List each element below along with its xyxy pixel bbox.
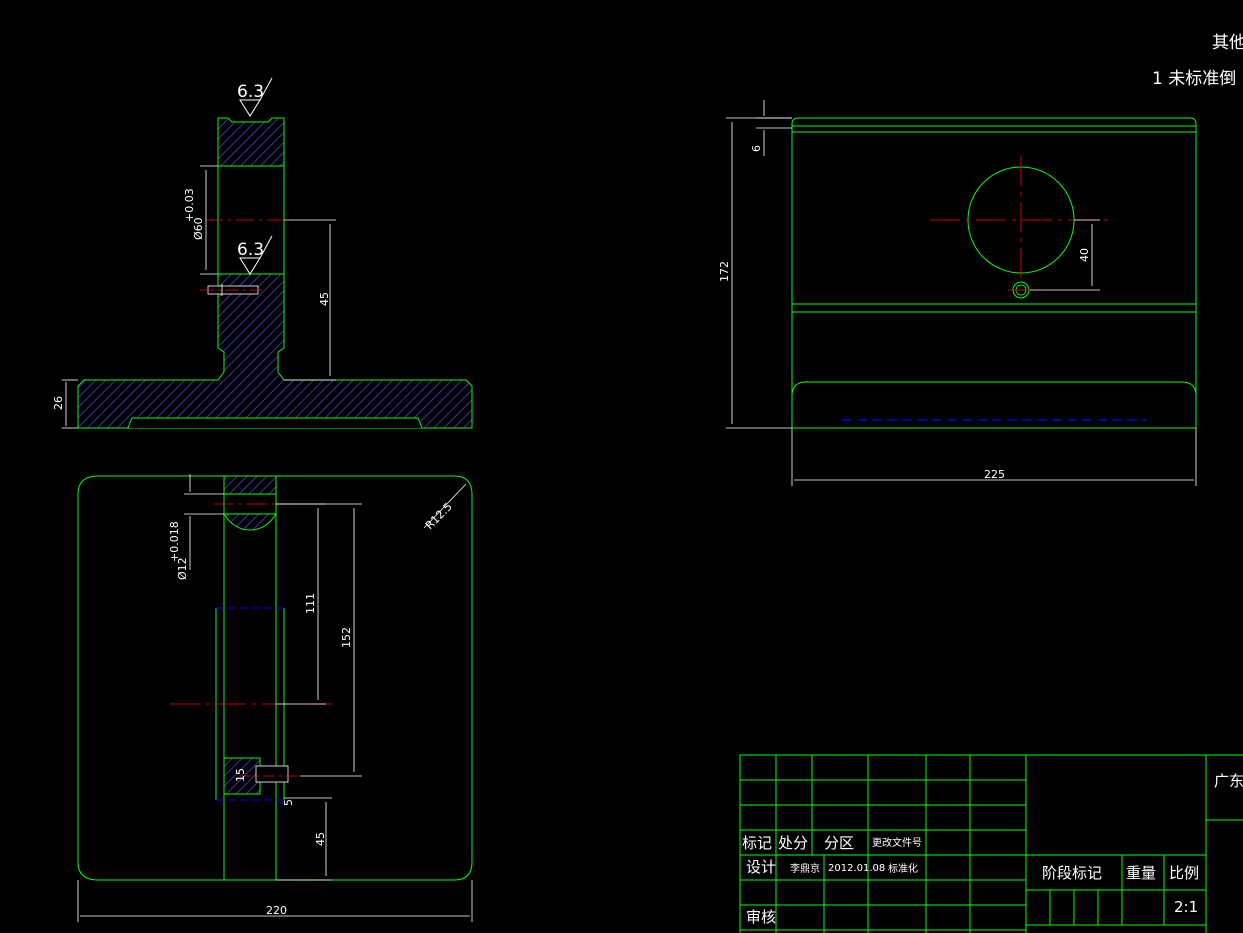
plan-view-dimensions xyxy=(77,474,473,922)
front-section-view xyxy=(77,117,473,429)
tb-count: 处分 xyxy=(778,834,808,852)
tb-designer: 李鼎京 xyxy=(790,862,820,875)
tb-weight: 重量 xyxy=(1126,864,1156,882)
title-block xyxy=(739,754,1243,933)
len-15-label: 15 xyxy=(234,768,247,782)
pin-dia-label: Ø12 xyxy=(176,557,189,580)
tb-scale: 比例 xyxy=(1169,864,1199,882)
side-view-dimensions xyxy=(726,100,1197,486)
width-220-label: 220 xyxy=(266,904,287,917)
base-thickness-label: 26 xyxy=(52,396,65,410)
tb-scale-value: 2:1 xyxy=(1174,898,1198,916)
pin-dia-tol: +0.018 xyxy=(168,521,181,562)
height-45-top: 45 xyxy=(318,292,331,306)
notes-heading: 其他 xyxy=(1212,33,1243,53)
roughness-top-label: 6.3 xyxy=(237,82,264,102)
len-152-label: 152 xyxy=(340,627,353,648)
roughness-symbol-mid: 6.3 xyxy=(237,235,273,275)
tb-design: 设计 xyxy=(746,858,776,876)
tb-zone: 分区 xyxy=(824,834,854,852)
plan-view xyxy=(77,475,473,881)
side-6-label: 6 xyxy=(750,145,763,152)
tb-date: 2012.01.08 xyxy=(828,863,885,874)
tb-company: 广东 xyxy=(1214,772,1243,790)
len-111-label: 111 xyxy=(304,593,317,614)
bore-dia-tol: +0.03 xyxy=(183,188,196,222)
tb-stage-mark: 阶段标记 xyxy=(1042,864,1102,882)
len-5-label: 5 xyxy=(282,799,295,806)
notes-item-1: 1 未标准倒 xyxy=(1152,69,1236,89)
tb-mark: 标记 xyxy=(742,834,772,852)
side-view xyxy=(791,117,1197,429)
tb-review: 审核 xyxy=(746,908,776,926)
front-view-dimensions xyxy=(62,165,336,429)
bore-dia-label: Ø60 xyxy=(192,217,205,240)
tb-standardize: 标准化 xyxy=(888,862,918,875)
tb-change-doc: 更改文件号 xyxy=(872,836,922,849)
roughness-symbol-top: 6.3 xyxy=(237,77,273,117)
side-40-label: 40 xyxy=(1078,248,1091,262)
roughness-mid-label: 6.3 xyxy=(237,240,264,260)
corner-radius-label: R12.5 xyxy=(423,500,455,532)
side-172-label: 172 xyxy=(718,261,731,282)
len-45-bottom-label: 45 xyxy=(314,832,327,846)
side-225-label: 225 xyxy=(984,468,1005,481)
